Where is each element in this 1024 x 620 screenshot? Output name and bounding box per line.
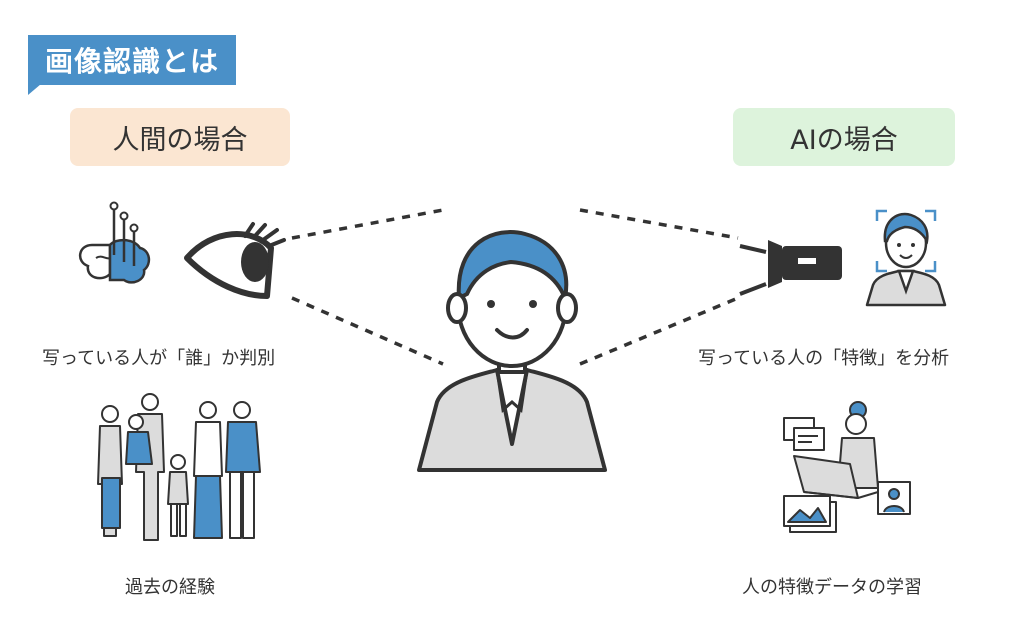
family-icon [97,393,261,541]
caption-learning: 人の特徴データの学習 [742,577,922,598]
connector-line-left-bottom [291,296,444,366]
face-recognition-icon [865,209,947,307]
page-title: 画像認識とは [28,35,236,85]
human-heading: 人間の場合 [70,108,290,166]
flashlight-icon [739,240,842,296]
caption-experience: 過去の経験 [125,577,215,598]
data-learning-icon [783,401,911,533]
ai-heading: AIの場合 [733,108,955,166]
brain-icon [79,201,151,284]
caption-identify: 写っている人が「誰」か判別 [42,348,276,369]
person-icon [417,230,607,472]
connector-line-right-bottom [579,296,739,366]
caption-analyze: 写っている人の「特徴」を分析 [698,348,950,369]
title-tag-tail [28,84,41,95]
connector-line-right-top [579,208,739,240]
eye-icon [184,222,286,299]
